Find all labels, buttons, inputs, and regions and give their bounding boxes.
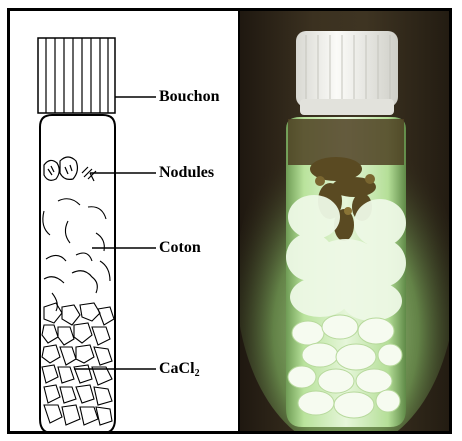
cotton-label: Coton xyxy=(159,240,201,256)
cap-outline xyxy=(38,38,115,113)
cacl2-label-subscript: 2 xyxy=(195,368,200,379)
figure-frame: Bouchon Nodules Coton CaCl2 xyxy=(7,8,452,434)
cap-label: Bouchon xyxy=(159,89,219,105)
photo-cap xyxy=(296,31,398,115)
vial-line-drawing xyxy=(10,11,238,434)
vial-photograph xyxy=(240,11,449,431)
nodules-label: Nodules xyxy=(159,165,214,181)
vial-diagram-panel: Bouchon Nodules Coton CaCl2 xyxy=(10,11,238,431)
vial-photo-panel xyxy=(240,11,449,431)
cacl2-label-main: CaCl xyxy=(159,360,195,377)
cacl2-label: CaCl2 xyxy=(159,361,200,379)
